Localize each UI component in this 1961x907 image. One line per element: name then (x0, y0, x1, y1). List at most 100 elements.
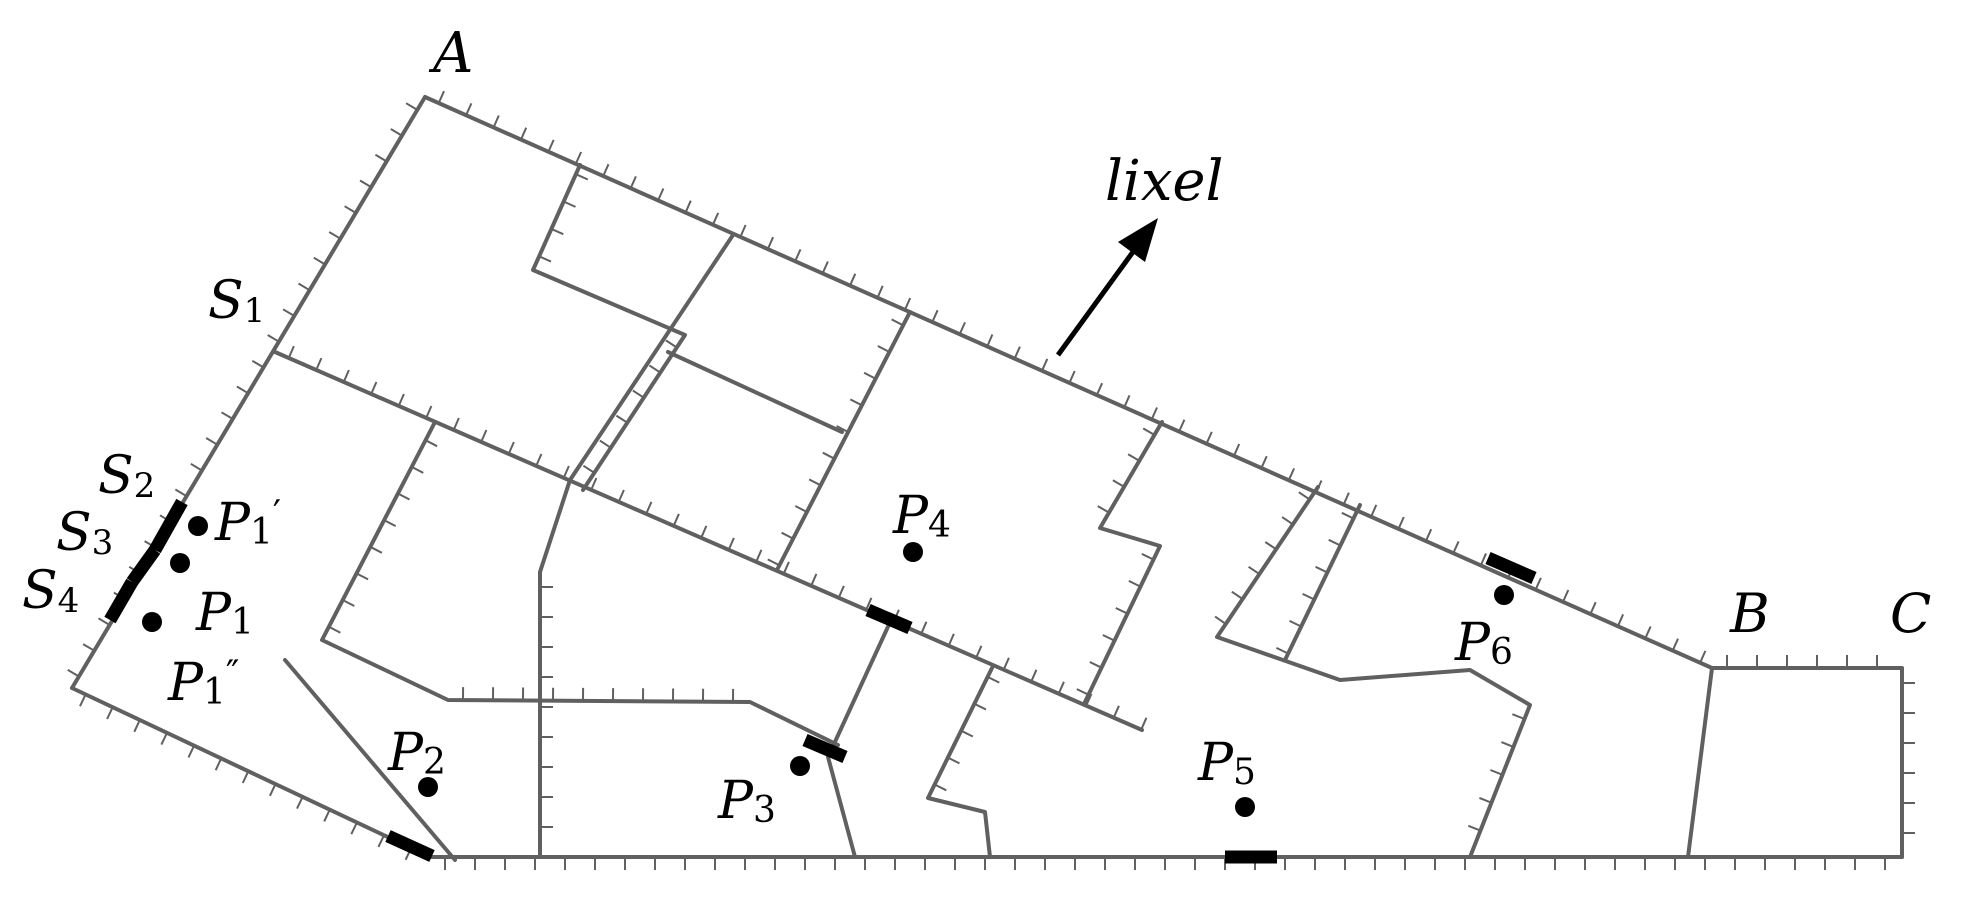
label-s2: S2 (98, 446, 155, 506)
edge-interior-11 (1283, 503, 1362, 662)
lixel-tick (369, 545, 383, 554)
lixel-tick (190, 462, 203, 472)
lixel-tick (356, 572, 369, 581)
lixel-tick (1030, 669, 1038, 683)
lixel-tick (342, 599, 355, 607)
lixel-tick (1233, 443, 1241, 457)
lixel-tick (1467, 824, 1481, 832)
lixel-tick (1142, 427, 1155, 436)
edge-b-c (1710, 666, 1904, 859)
lixel-tick-marks (67, 90, 1915, 870)
lixel-tick (1699, 650, 1707, 664)
lixel-tick (1141, 552, 1154, 561)
lixel-tick (1178, 419, 1186, 433)
label-s4: S4 (22, 561, 79, 621)
segment-p3 (802, 734, 848, 763)
label-b: B (1729, 582, 1770, 645)
lixel-tick (383, 519, 397, 527)
lixel-tick (1002, 657, 1010, 671)
edge-interior-4 (776, 310, 912, 570)
lixel-tick (465, 102, 473, 116)
edge-interior-9 (1083, 420, 1164, 704)
lixel-tick (374, 153, 388, 163)
lixel-tick (1298, 491, 1311, 501)
lixel-tick (82, 643, 95, 652)
lixel-tick (711, 212, 720, 226)
lixel-tick (390, 128, 403, 137)
lixel-tick (268, 783, 277, 797)
lixel-tick (1512, 713, 1525, 720)
lixel-tick (205, 437, 218, 446)
lixel-tick (657, 188, 665, 201)
label-p3: P3 (717, 771, 776, 831)
lixel-tick (574, 151, 583, 165)
lixel-tick (315, 357, 323, 371)
lixel-tick (1214, 615, 1227, 625)
labels: A B C lixel S1 S2 S3 S4 P1′ P1 P1″ P2 P3… (22, 21, 1931, 831)
lixel-tick (739, 224, 747, 238)
lixel-tick (947, 756, 960, 765)
edge-interior-10 (1215, 485, 1532, 859)
lixel-tick (1128, 580, 1141, 588)
point-p1-double-prime (142, 612, 162, 632)
lixel-tick (973, 702, 987, 711)
lixel-tick (599, 439, 612, 449)
lixel-tick (1112, 479, 1125, 488)
lixel-tick (296, 796, 304, 810)
lixel-tick (1102, 634, 1115, 642)
lixel-tick (1085, 693, 1093, 707)
lixel-tick (97, 617, 111, 626)
lixel-tick (648, 364, 661, 374)
lixel-tick (1397, 516, 1405, 530)
lixel-tick (328, 625, 341, 634)
lixel-tick (1281, 516, 1294, 526)
lixel-tick (1260, 455, 1268, 469)
lixel-tick (1589, 601, 1597, 615)
lixel-tick (958, 321, 966, 335)
edge-diagonal-s1 (273, 350, 1144, 732)
edge-interior-3 (666, 350, 844, 434)
lixel-tick (187, 745, 196, 758)
lixel-tick (287, 345, 295, 359)
lixel-tick (602, 163, 610, 177)
lixel-tick (865, 597, 873, 611)
lixel-tick (251, 359, 265, 369)
lixel-tick (822, 451, 835, 460)
lixel-tick (1089, 661, 1102, 669)
point-p1-prime (188, 516, 208, 536)
lixel-tick (1315, 480, 1323, 493)
lixel-tick (782, 561, 790, 575)
label-p2: P2 (387, 723, 446, 783)
lixel-tick (370, 381, 378, 395)
lixel-tick (67, 668, 80, 678)
edge-a-b (423, 95, 1714, 670)
lixel-tick (934, 783, 947, 792)
point-p5 (1235, 797, 1255, 817)
lixel-tick (328, 231, 341, 240)
point-p3 (790, 756, 810, 776)
lixel-tick (282, 308, 295, 317)
edge-b-bottom (1686, 666, 1714, 859)
label-p6: P6 (1454, 613, 1513, 673)
lixel-tick (1127, 453, 1140, 462)
lixel-tick (986, 334, 994, 347)
lixel-tick (397, 393, 405, 407)
point-p1 (170, 553, 190, 573)
lixel-tick (220, 411, 234, 420)
lixel-tick (1076, 688, 1089, 696)
lixel-tick (1370, 504, 1378, 518)
lixel-tick (836, 425, 849, 433)
lixel-tick (766, 236, 775, 250)
label-c: C (1890, 582, 1931, 645)
lixel-tick (297, 282, 311, 292)
lixel-tick (849, 398, 863, 407)
lixel-tick (1289, 619, 1302, 628)
lixel-tick (550, 227, 564, 236)
lixel-tick (1140, 717, 1148, 731)
lixel-tick (106, 706, 114, 720)
lixel-tick (1302, 592, 1315, 601)
label-p4: P4 (892, 486, 951, 546)
lixel-tick (837, 585, 845, 599)
lixel-tick (590, 477, 598, 491)
lixel-tick (1205, 431, 1213, 445)
